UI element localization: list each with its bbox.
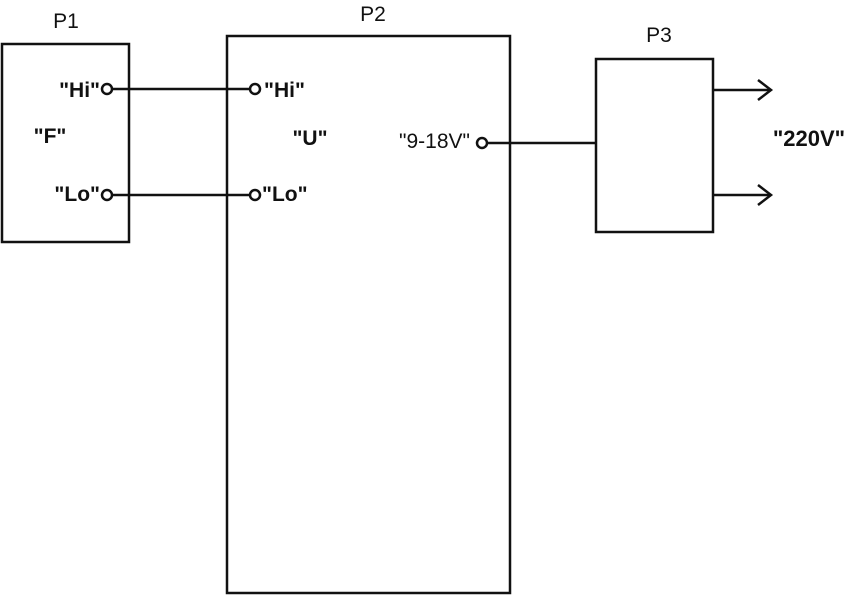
p1-hi-terminal <box>100 82 114 96</box>
p2-output-terminal <box>475 136 489 150</box>
p2-hi-terminal <box>248 82 262 96</box>
p1-lo-terminal <box>100 188 114 202</box>
p3-output-label: "220V" <box>773 126 845 151</box>
p2-function-label: "U" <box>292 127 327 150</box>
p2-lo-terminal <box>248 188 262 202</box>
p2-hi-label: "Hi" <box>264 79 305 102</box>
block-p3-title: P3 <box>646 24 672 47</box>
block-p2 <box>225 34 512 595</box>
p2-lo-label: "Lo" <box>262 183 308 206</box>
p1-lo-label: "Lo" <box>54 183 100 206</box>
p1-function-label: "F" <box>34 125 67 148</box>
block-p1 <box>0 42 131 244</box>
block-p3 <box>594 57 715 234</box>
output-arrow-bottom-head <box>757 184 774 206</box>
block-p2-title: P2 <box>360 3 386 26</box>
output-arrow-top-head <box>757 79 774 101</box>
p2-output-label: "9-18V" <box>399 130 470 153</box>
p1-hi-label: "Hi" <box>59 79 100 102</box>
block-p1-title: P1 <box>53 10 79 33</box>
